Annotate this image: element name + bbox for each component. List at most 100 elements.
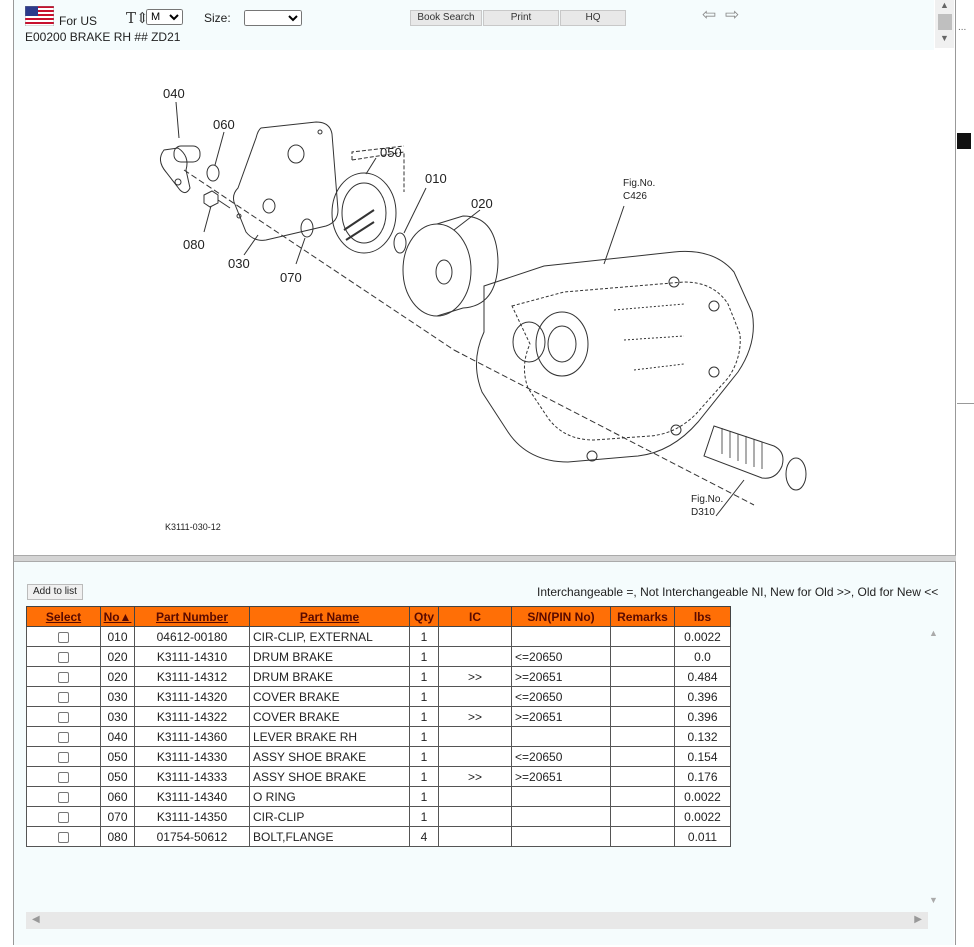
drawing-id: K3111-030-12 — [165, 522, 221, 532]
row-select-checkbox[interactable] — [58, 671, 69, 683]
pane-splitter[interactable] — [14, 555, 956, 562]
row-select-checkbox[interactable] — [58, 751, 69, 763]
callout-070: 070 — [280, 270, 302, 285]
cell-sn — [511, 786, 611, 807]
cell-lbs: 0.154 — [674, 746, 731, 767]
table-header-row: Select No▲ Part Number Part Name Qty IC … — [26, 606, 731, 627]
row-select-checkbox[interactable] — [58, 691, 69, 703]
forward-arrow-icon[interactable]: ⇨ — [725, 5, 740, 24]
cell-no: 010 — [100, 626, 135, 647]
outer-divider — [957, 403, 974, 404]
cell-part-name: COVER BRAKE — [249, 686, 410, 707]
cell-part-name: ASSY SHOE BRAKE — [249, 766, 410, 787]
column-no[interactable]: No▲ — [100, 606, 135, 627]
table-scroll-down-icon[interactable]: ▼ — [929, 895, 938, 905]
region-label: For US — [59, 14, 98, 28]
column-ic: IC — [438, 606, 512, 627]
cell-ic — [438, 626, 512, 647]
cell-ic — [438, 646, 512, 667]
print-button[interactable]: Print — [483, 10, 559, 26]
cell-qty: 1 — [409, 706, 439, 727]
row-select-checkbox[interactable] — [58, 731, 69, 743]
book-search-button[interactable]: Book Search — [410, 10, 482, 26]
table-horizontal-scrollbar[interactable]: ◀ ▶ — [26, 912, 928, 929]
callout-080: 080 — [183, 237, 205, 252]
column-part-name[interactable]: Part Name — [249, 606, 410, 627]
cell-sn: >=20651 — [511, 766, 611, 787]
cell-select — [26, 826, 101, 847]
cell-no: 040 — [100, 726, 135, 747]
toolbar: For US T⇕ M Size: Book Search Print HQ ⇦… — [14, 0, 934, 50]
callout-050: 050 — [380, 145, 402, 160]
scroll-thumb[interactable] — [938, 14, 952, 30]
cell-select — [26, 626, 101, 647]
hq-button[interactable]: HQ — [560, 10, 626, 26]
cell-no: 030 — [100, 706, 135, 727]
back-arrow-icon[interactable]: ⇦ — [702, 5, 717, 24]
column-part-number[interactable]: Part Number — [134, 606, 250, 627]
assembly-title: E00200 BRAKE RH ## ZD21 — [25, 30, 181, 44]
cell-remarks — [610, 826, 675, 847]
cell-ic — [438, 806, 512, 827]
scroll-left-icon[interactable]: ◀ — [32, 914, 40, 925]
table-scroll-up-icon[interactable]: ▲ — [929, 628, 938, 638]
header-scrollbar[interactable]: ▲ ▼ — [935, 0, 954, 48]
cell-part-name: DRUM BRAKE — [249, 646, 410, 667]
cell-sn — [511, 726, 611, 747]
interchangeability-legend: Interchangeable =, Not Interchangeable N… — [537, 585, 939, 599]
cell-sn: >=20651 — [511, 706, 611, 727]
cell-part-name: O RING — [249, 786, 410, 807]
fig-ref-d310: D310 — [691, 507, 715, 518]
cell-no: 020 — [100, 666, 135, 687]
cell-qty: 1 — [409, 726, 439, 747]
row-select-checkbox[interactable] — [58, 711, 69, 723]
cell-no: 070 — [100, 806, 135, 827]
cell-lbs: 0.0022 — [674, 806, 731, 827]
row-select-checkbox[interactable] — [58, 631, 69, 643]
add-to-list-button[interactable]: Add to list — [27, 584, 83, 600]
scroll-up-icon[interactable]: ▲ — [940, 0, 949, 10]
scroll-right-icon[interactable]: ▶ — [914, 914, 922, 925]
cell-qty: 4 — [409, 826, 439, 847]
callout-010: 010 — [425, 171, 447, 186]
cell-remarks — [610, 766, 675, 787]
cell-select — [26, 786, 101, 807]
callout-020: 020 — [471, 196, 493, 211]
cell-lbs: 0.0022 — [674, 626, 731, 647]
scroll-down-icon[interactable]: ▼ — [940, 33, 949, 43]
cell-part-number: K3111-14350 — [134, 806, 250, 827]
size-select[interactable] — [244, 10, 302, 26]
row-select-checkbox[interactable] — [58, 651, 69, 663]
callout-040: 040 — [163, 86, 185, 101]
cell-select — [26, 666, 101, 687]
row-select-checkbox[interactable] — [58, 811, 69, 823]
cell-sn: <=20650 — [511, 646, 611, 667]
row-select-checkbox[interactable] — [58, 831, 69, 843]
row-select-checkbox[interactable] — [58, 771, 69, 783]
cell-lbs: 0.396 — [674, 686, 731, 707]
font-size-icon: T⇕ — [126, 9, 149, 27]
row-select-checkbox[interactable] — [58, 791, 69, 803]
column-select[interactable]: Select — [26, 606, 101, 627]
font-size-select[interactable]: M — [146, 9, 183, 25]
cell-select — [26, 646, 101, 667]
cell-ic — [438, 746, 512, 767]
cell-part-name: ASSY SHOE BRAKE — [249, 746, 410, 767]
table-vertical-scrollbar[interactable]: ▲ ▼ — [926, 628, 942, 905]
cell-no: 020 — [100, 646, 135, 667]
callout-030: 030 — [228, 256, 250, 271]
cell-ic — [438, 686, 512, 707]
outer-ellipsis: ... — [958, 22, 967, 33]
cell-qty: 1 — [409, 666, 439, 687]
